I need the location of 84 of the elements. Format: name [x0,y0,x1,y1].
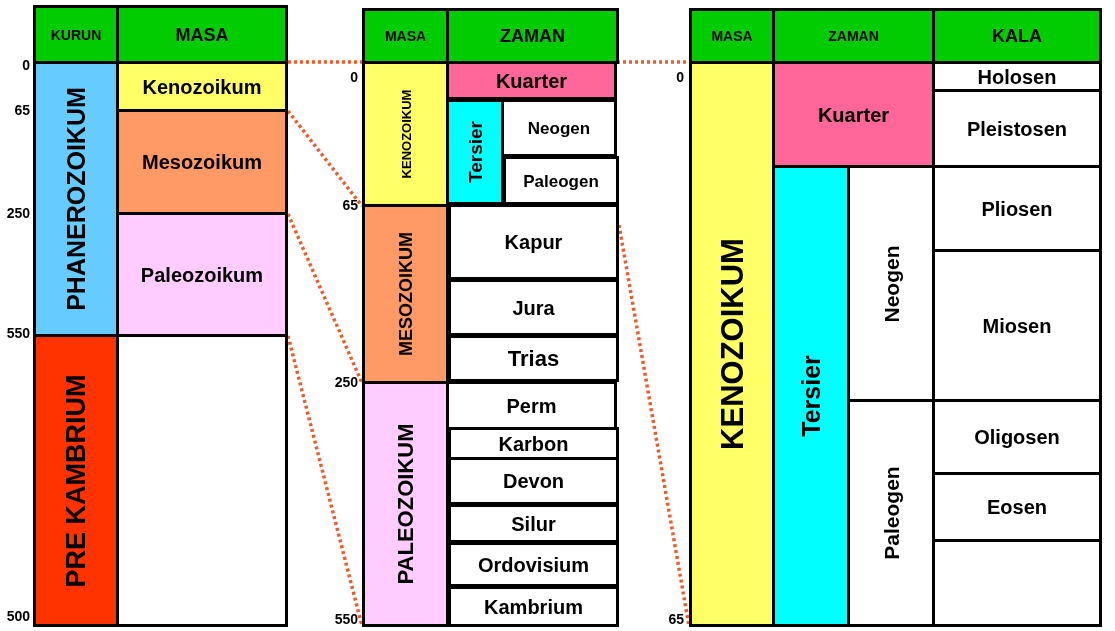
cell-label: MASA [384,29,427,43]
cell-label: PHANEROZOIKUM [63,87,89,311]
time-cell [448,279,619,336]
cell-label: Jura [512,297,555,318]
header-cell [772,8,935,64]
cell-label: Mesozoikum [142,152,262,172]
cell-label: Karbon [498,433,569,454]
zoom-connector-line [617,60,689,64]
header-cell [932,8,1102,64]
cell-label: Holosen [977,66,1057,87]
cell-label: Neogen [880,245,902,322]
header-cell [33,5,119,64]
cell-label: MESOZOIKUM [396,232,415,356]
cell-label: Paleogen [880,466,902,560]
cell-label: MASA [711,29,753,43]
time-cell [446,381,617,430]
cell-label: ZAMAN [828,29,879,43]
time-cell [448,504,619,543]
cell-label: Paleozoikum [140,264,264,285]
cell-label: KENOZOIKUM [399,89,412,179]
cell-label: KURUN [50,27,102,42]
cell-label: Pleistosen [967,118,1067,139]
cell-label: KENOZOIKUM [716,238,748,450]
header-cell [116,5,288,64]
age-tick-label: 65 [342,198,358,212]
cell-label: PALEOZOIKUM [394,423,417,585]
age-tick-label: 0 [22,58,30,72]
cell-label: MASA [175,25,229,44]
age-tick-label: 0 [350,70,358,84]
header-cell [362,8,449,64]
time-cell [448,457,619,505]
zoom-connector-line [286,335,364,627]
cell-label: Trias [507,347,560,370]
cell-label: Neogen [527,119,591,137]
time-cell [362,204,449,384]
cell-label: Ordovisium [477,554,590,575]
time-cell [116,212,288,337]
header-cell [689,8,775,64]
cell-label: Perm [506,395,557,416]
age-tick-label: 65 [668,612,684,626]
time-cell [446,61,617,100]
cell-label: ZAMAN [500,27,565,45]
time-cell [448,542,619,587]
time-cell [33,334,119,627]
time-cell [503,156,619,205]
zoom-connector-line [617,224,691,627]
cell-label: Miosen [982,315,1052,336]
age-tick-label: 65 [14,103,30,117]
time-cell [689,61,775,627]
cell-label: Kambrium [484,596,583,617]
time-cell [362,381,449,627]
zoom-connector-line [288,60,362,64]
cell-label: Silur [511,513,556,534]
time-cell [362,61,449,207]
age-tick-label: 550 [6,326,30,340]
cell-label: Tersier [798,355,824,437]
age-tick-label: 550 [334,612,358,626]
cell-label: Paleogen [523,172,599,189]
cell-label: KALA [992,27,1042,45]
cell-label: Oligosen [974,427,1060,447]
cell-label: Tersier [465,121,485,183]
cell-label: Kapur [504,232,563,252]
time-cell [116,61,288,112]
cell-label: Eosen [987,497,1047,517]
time-cell [448,204,619,280]
cell-label: PRE KAMBRIUM [62,374,90,587]
time-cell [448,335,619,382]
time-cell [772,165,850,627]
time-cell [446,99,504,205]
age-tick-label: 0 [676,70,684,84]
header-cell [446,8,619,64]
cell-label: Devon [502,471,565,491]
empty-cell [932,539,1102,627]
cell-label: Kuarter [495,70,568,91]
cell-label: Kenozoikum [142,76,262,97]
time-cell [501,99,617,157]
age-tick-label: 250 [334,375,358,389]
time-cell [772,61,935,168]
time-cell [33,61,119,337]
cell-label: Kuarter [817,104,890,125]
zoom-connector-line [286,213,364,384]
time-cell [116,109,288,215]
time-cell [448,586,619,627]
cell-label: Pliosen [981,198,1053,219]
